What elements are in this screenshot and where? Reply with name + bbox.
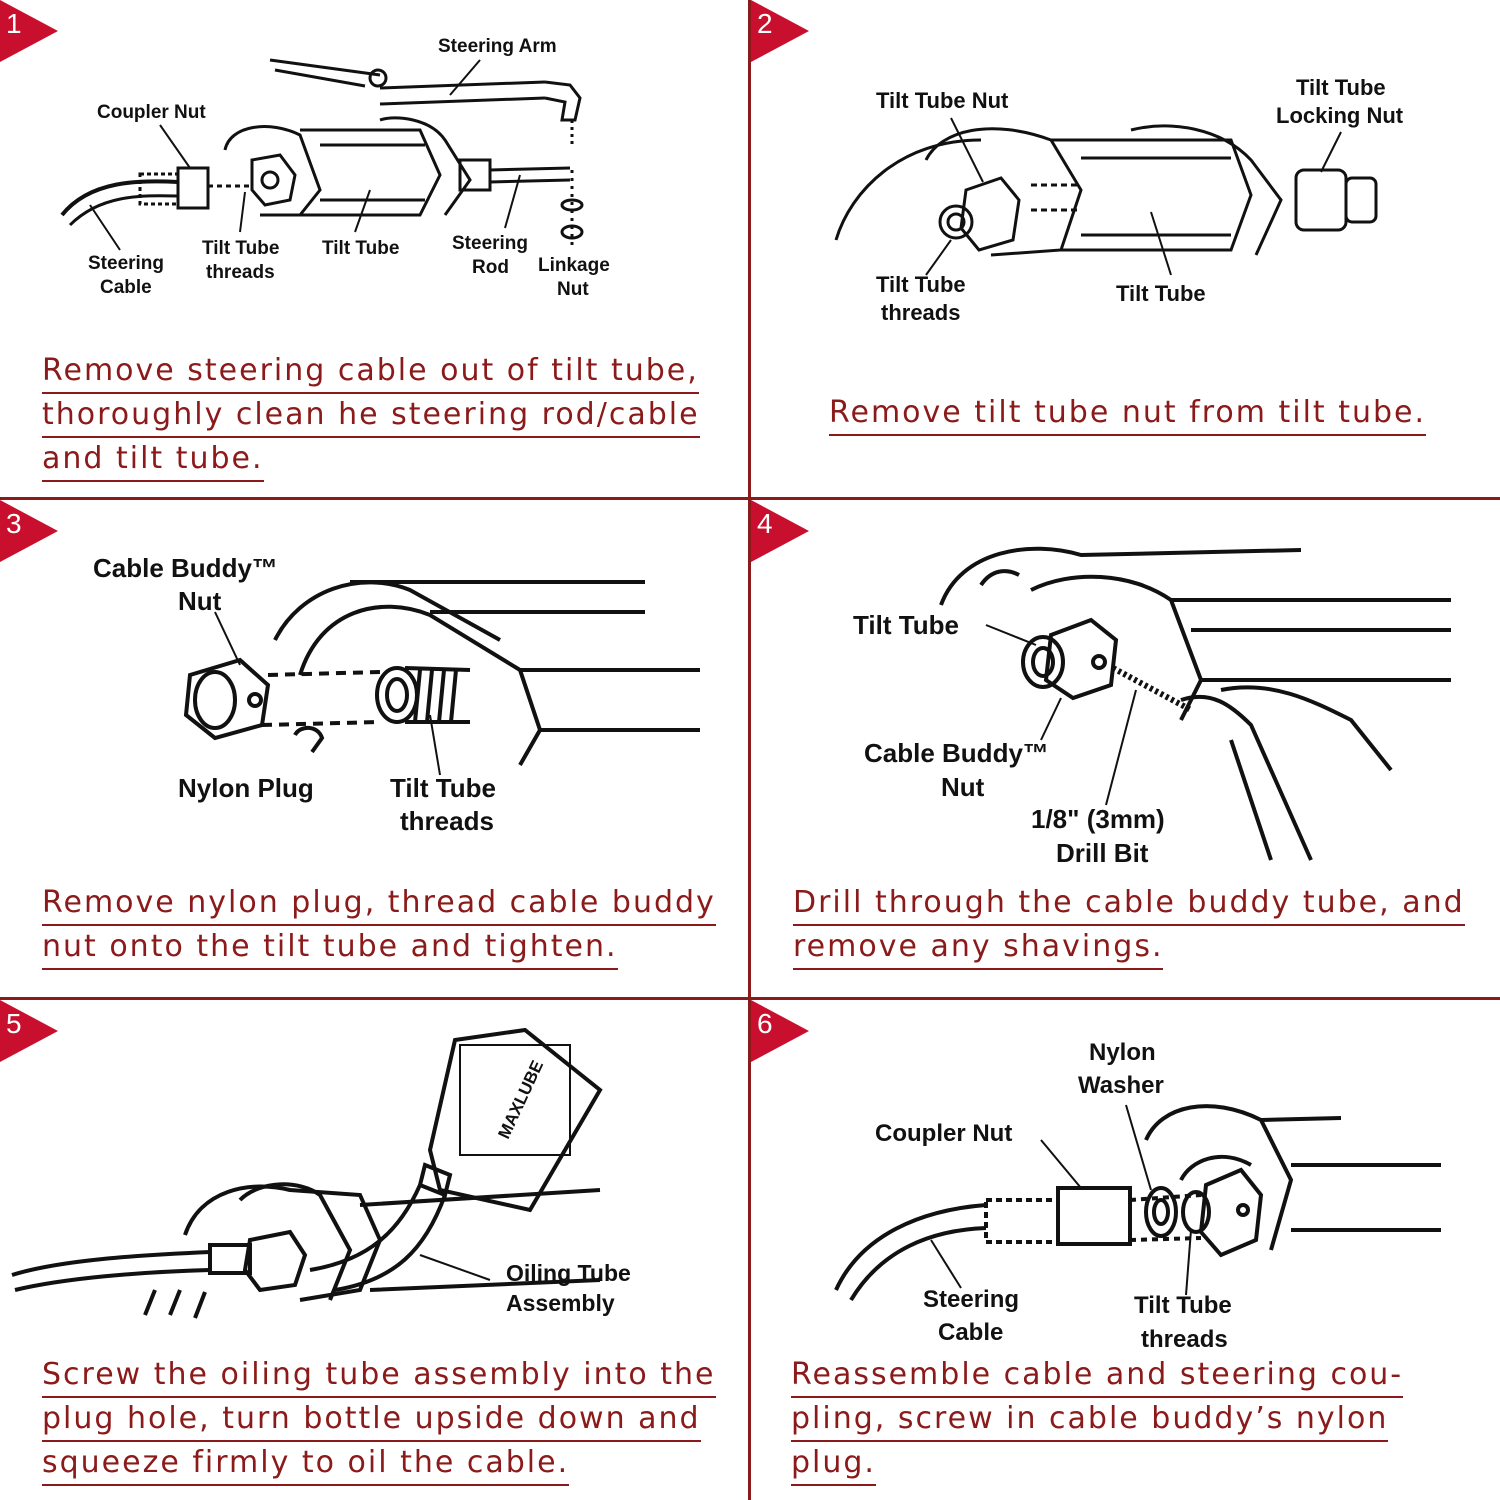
label-steering-arm: Steering Arm	[438, 36, 557, 57]
label-cable-buddy-nut-2: Nut	[941, 772, 985, 802]
label-tilt-tube: Tilt Tube	[322, 238, 399, 259]
vertical-divider	[748, 0, 751, 1500]
label-oiling-tube-1: Oiling Tube	[506, 1260, 631, 1286]
label-tilt-tube-threads-1: Tilt Tube	[1134, 1292, 1232, 1319]
step-badge: 6	[751, 1000, 813, 1062]
label-cable-buddy-nut-1: Cable Buddy™	[864, 738, 1049, 768]
label-nylon-washer-1: Nylon	[1089, 1039, 1156, 1066]
step-5-caption: Screw the oiling tube assembly into the …	[42, 1354, 716, 1486]
label-steering-cable-1: Steering	[88, 253, 164, 274]
step-6-diagram: Nylon Washer Coupler Nut Steering Cable …	[834, 1039, 1441, 1353]
caption-line: Reassemble cable and steering cou-	[791, 1354, 1404, 1398]
step-2-caption: Remove tilt tube nut from tilt tube.	[829, 392, 1427, 436]
label-locking-nut-1: Tilt Tube	[1296, 75, 1386, 100]
label-cable-buddy-nut-1: Cable Buddy™	[93, 553, 278, 583]
step-badge: 1	[0, 0, 62, 62]
step-badge: 2	[751, 0, 813, 62]
step-2-diagram: Tilt Tube Nut Tilt Tube Locking Nut Tilt…	[834, 75, 1404, 325]
label-tilt-tube: Tilt Tube	[853, 610, 959, 640]
label-linkage-nut-1: Linkage	[538, 255, 610, 276]
label-steering-rod-2: Rod	[472, 257, 509, 278]
step-5-diagram: MAXLUBE Oiling Tube Assembly	[11, 1027, 631, 1319]
label-nylon-plug: Nylon Plug	[178, 773, 314, 803]
step-number: 3	[6, 508, 22, 539]
caption-line: plug hole, turn bottle upside down and	[42, 1398, 701, 1442]
step-3-diagram: Cable Buddy™ Nut Nylon Plug Tilt Tube th…	[93, 553, 700, 836]
step-number: 2	[757, 8, 773, 39]
caption-line: pling, screw in cable buddy’s nylon	[791, 1398, 1389, 1442]
caption-line: Remove tilt tube nut from tilt tube.	[829, 392, 1427, 436]
label-steering-cable-2: Cable	[938, 1319, 1003, 1346]
caption-line: plug.	[791, 1442, 876, 1486]
step-2-panel: 2 Tilt Tube Nut	[751, 0, 1499, 497]
caption-line: Remove steering cable out of tilt tube,	[42, 350, 699, 394]
label-steering-cable-1: Steering	[923, 1286, 1019, 1313]
label-steering-rod-1: Steering	[452, 233, 528, 254]
step-1-panel: 1	[0, 0, 748, 497]
label-drill-bit-2: Drill Bit	[1056, 838, 1149, 868]
label-tilt-tube: Tilt Tube	[1116, 281, 1206, 306]
step-1-diagram: Steering Arm Coupler Nut Steering Cable …	[60, 36, 610, 300]
label-tilt-tube-threads-2: threads	[400, 806, 494, 836]
step-4-panel: 4 Tilt Tube	[751, 500, 1499, 997]
label-tilt-tube-nut: Tilt Tube Nut	[876, 88, 1009, 113]
step-badge: 3	[0, 500, 62, 562]
caption-line: thoroughly clean he steering rod/cable	[42, 394, 700, 438]
label-nylon-washer-2: Washer	[1078, 1072, 1164, 1099]
caption-line: Remove nylon plug, thread cable buddy	[42, 882, 716, 926]
horizontal-divider-2	[0, 997, 1500, 1000]
caption-line: Drill through the cable buddy tube, and	[793, 882, 1465, 926]
label-coupler-nut: Coupler Nut	[875, 1120, 1012, 1147]
label-locking-nut-2: Locking Nut	[1276, 103, 1404, 128]
step-number: 1	[6, 8, 22, 39]
step-3-caption: Remove nylon plug, thread cable buddy nu…	[42, 882, 716, 970]
label-tilt-tube-threads-2: threads	[881, 300, 960, 325]
step-badge: 5	[0, 1000, 62, 1062]
label-steering-cable-2: Cable	[100, 277, 152, 298]
step-5-panel: 5 MAXLUBE Oiling Tub	[0, 1000, 748, 1497]
label-tilt-tube-threads-1: Tilt Tube	[876, 272, 966, 297]
label-tilt-tube-threads-2: threads	[1141, 1326, 1228, 1353]
label-linkage-nut-2: Nut	[557, 279, 589, 300]
label-cable-buddy-nut-2: Nut	[178, 586, 222, 616]
step-4-diagram: Tilt Tube Cable Buddy™ Nut 1/8" (3mm) Dr…	[853, 546, 1451, 868]
caption-line: and tilt tube.	[42, 438, 264, 482]
step-number: 6	[757, 1008, 773, 1039]
caption-line: remove any shavings.	[793, 926, 1164, 970]
step-3-panel: 3	[0, 500, 748, 997]
step-badge: 4	[751, 500, 813, 562]
label-tilt-tube-threads-2: threads	[206, 262, 275, 283]
label-oiling-tube-2: Assembly	[506, 1290, 615, 1316]
caption-line: Screw the oiling tube assembly into the	[42, 1354, 716, 1398]
horizontal-divider-1	[0, 497, 1500, 500]
bottle-label: MAXLUBE	[494, 1057, 547, 1141]
step-6-caption: Reassemble cable and steering cou- pling…	[791, 1354, 1404, 1486]
caption-line: squeeze firmly to oil the cable.	[42, 1442, 570, 1486]
step-6-panel: 6	[751, 1000, 1499, 1497]
step-4-caption: Drill through the cable buddy tube, and …	[793, 882, 1465, 970]
label-tilt-tube-threads-1: Tilt Tube	[202, 238, 279, 259]
step-number: 5	[6, 1008, 22, 1039]
label-tilt-tube-threads-1: Tilt Tube	[390, 773, 496, 803]
step-number: 4	[757, 508, 773, 539]
caption-line: nut onto the tilt tube and tighten.	[42, 926, 618, 970]
label-drill-bit-1: 1/8" (3mm)	[1031, 804, 1165, 834]
label-coupler-nut: Coupler Nut	[97, 102, 206, 123]
step-1-caption: Remove steering cable out of tilt tube, …	[42, 350, 700, 482]
